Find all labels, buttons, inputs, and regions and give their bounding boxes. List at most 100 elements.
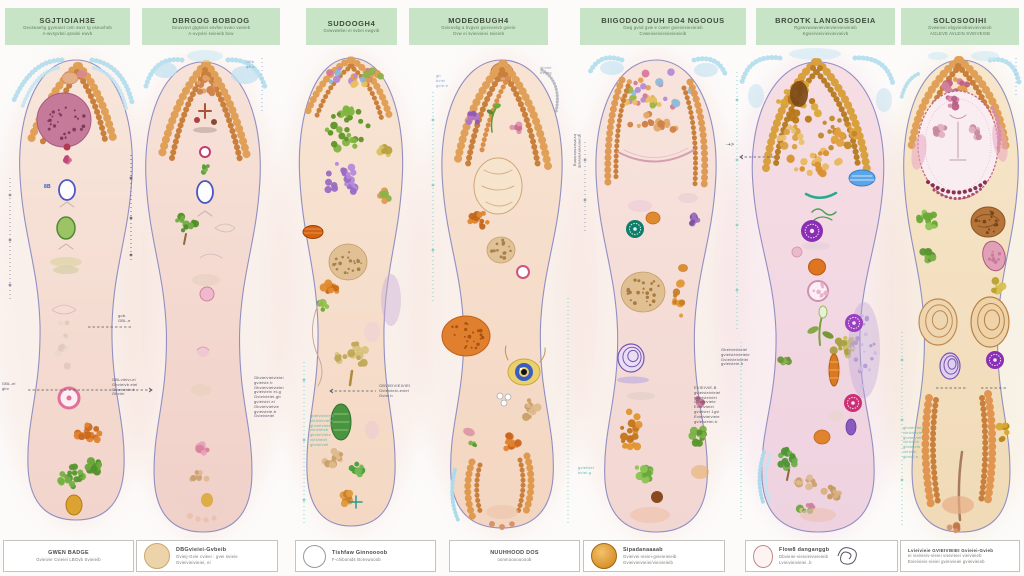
organ-dark-patch [790, 81, 808, 107]
organ-blue-lace-fringe [20, 66, 60, 110]
organ-heel-bead-column [983, 390, 997, 509]
foot-illustration-6 [739, 48, 896, 533]
organ-blue-lace-patch [694, 63, 718, 77]
organ-green-oval-node [56, 216, 76, 240]
foot-illustration-2 [143, 50, 269, 533]
annotation-line: Gviei b [379, 392, 393, 398]
organ-toe-bead-ridge [169, 67, 210, 161]
annotation-line: Gvieivieivieiei [721, 356, 749, 362]
organ-toe-bead-ridge [302, 56, 354, 120]
legend-title: DBGvieiei-Gvbeib [176, 547, 227, 554]
annotation-line: vieivieivb [310, 427, 329, 433]
organ-teal-cross [349, 495, 363, 509]
organ-pink-ribbon [911, 134, 927, 170]
organ-orange-striped-oval [302, 225, 324, 239]
annotation-line: G9b [246, 59, 255, 64]
organ-toe-bead-ridge [157, 60, 209, 162]
legend-subtitle: Gvieivieivieiei/vieivieieib [623, 559, 674, 565]
organ-blue-lace-patch [928, 52, 948, 60]
organ-heel-toe [187, 513, 193, 519]
organ-lavender-underline [617, 376, 649, 384]
column-header-subtitle: Geuvvuvt gtgsviei esvhei svieo vwvieb [171, 25, 251, 31]
annotation-line: -+> [726, 142, 735, 148]
annotation-line: Evieivieivieie [694, 413, 720, 419]
organ-toe-bead-ridge [686, 78, 709, 192]
legend-title: Lvieivieie GVIEIVIEIEI Gvieiei-Gvieb [908, 547, 994, 553]
annotation-line: gvieivieivieieie [721, 351, 750, 357]
organ-toe-bead-ridge [348, 56, 394, 122]
organ-wine-glass-sketch [949, 114, 967, 161]
annotation-line: gvieivieiv ei-g [254, 389, 282, 395]
organ-red-node [63, 143, 71, 151]
column-header-title: SUDOOGH4 [327, 19, 376, 29]
legend-subtitle: Gvieivei-vieiei-gvieieieieib [623, 554, 677, 560]
legend-pink-circle-icon [753, 544, 773, 568]
organ-blue-lace-patch [187, 50, 223, 62]
organ-maroon-bead-smile [926, 178, 990, 195]
organ-pink-smudge [628, 200, 652, 212]
organ-heel-blush [630, 507, 670, 523]
organ-heel-blush [800, 508, 836, 522]
organ-purple-swirl-target [617, 343, 645, 373]
column-header-title: SGJTIOIAH3E [39, 16, 96, 26]
organ-pink-bead-ridge [990, 106, 1002, 152]
annotation-line: Gbvieivieie [694, 399, 716, 405]
annotation-line: bvieivieivieivieig [572, 134, 578, 167]
organ-bird-sketch [199, 253, 223, 259]
legend-title: Sipadanaaaab [623, 547, 663, 554]
annotation-line: gvieivieiei-b [694, 418, 718, 424]
organ-heel-bead-column [521, 452, 535, 518]
organ-blue-lace-fringe [11, 57, 65, 103]
organ-speckled-sphere [328, 243, 368, 281]
organ-tan-swirl-oval [918, 298, 958, 346]
foot-illustration-3 [298, 56, 404, 527]
legend-title: Tishfaw Ginnoooob [332, 549, 388, 556]
organ-tan-organ-outline [473, 157, 523, 215]
annotation-line: gbvieivieiei [310, 422, 332, 428]
organ-cube-sketch [496, 392, 504, 400]
annotation-line: vieivieib [903, 439, 920, 445]
annotation-line: Gvieivieiei [254, 413, 275, 419]
legend-subtitle: F-chibonids Bonvwooob [332, 556, 381, 562]
organ-cube-sketch [500, 399, 508, 407]
organ-tan-swirl-oval [970, 296, 1010, 348]
organ-speckled-sphere [486, 236, 516, 264]
organ-teal-smile-arc [804, 191, 838, 199]
legend-coin-circle-icon [591, 543, 617, 569]
annotation-line: gbviei-e [903, 453, 919, 459]
organ-maroon-cross [198, 103, 212, 119]
organ-purple-teardrop [845, 418, 857, 436]
organ-toe-bead-ridge [613, 83, 631, 183]
organ-ball-arc [617, 149, 695, 163]
organ-blue-lace-patch [153, 62, 177, 78]
annotation-line: gbvieivieie [310, 432, 331, 438]
organ-toe-bead-ridge [465, 67, 507, 167]
organ-heart-sketch [196, 346, 210, 351]
organ-heel-blush [486, 505, 518, 519]
legend-title: Flow8 danganggb [779, 547, 830, 554]
organ-pink-ring [199, 146, 211, 158]
organ-toe-bead-ridge [453, 60, 506, 168]
annotation-line: gvieivie b [254, 379, 273, 385]
annotation-line: gvie-b [436, 82, 449, 88]
organ-cone-stripes [332, 413, 350, 431]
organ-toe-bead-ridge [907, 56, 962, 154]
organ-chevron-mark [59, 201, 75, 208]
organ-eye-glint [519, 367, 523, 371]
organ-pink-ring [516, 265, 530, 279]
organ-lily-leaf [822, 331, 834, 339]
foot-illustration-4 [441, 59, 563, 530]
column-header-title: SOLOSOOIHI [933, 16, 987, 26]
annotation-line: gbviei [540, 65, 552, 70]
organ-chevron-mark [58, 243, 74, 250]
